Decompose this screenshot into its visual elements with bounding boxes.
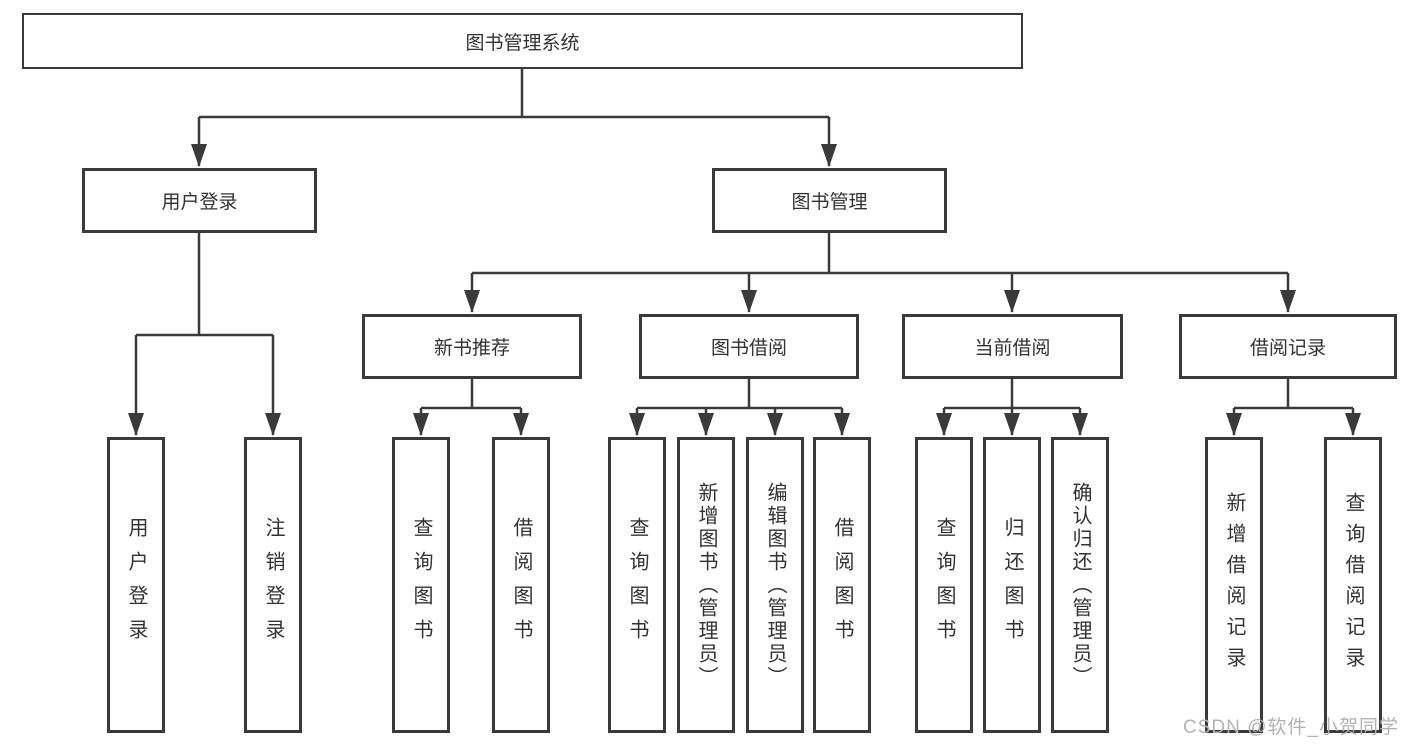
edge-new-book-recommend-children [413,379,529,436]
node-edit-book-admin: 编辑图书（管理员） [746,437,804,733]
node-label: 借阅图书 [831,517,853,653]
node-book-management: 图书管理 [712,168,947,233]
node-user-login-leaf: 用户登录 [107,437,165,733]
node-book-borrow: 图书借阅 [639,314,859,379]
edge-current-borrow-children [936,379,1088,436]
node-query-borrow-record: 查询借阅记录 [1324,437,1382,733]
node-label: 确认归还（管理员） [1069,481,1091,689]
node-label: 新增图书（管理员） [695,481,717,689]
node-label: 注销登录 [262,517,284,653]
node-add-book-admin: 新增图书（管理员） [677,437,735,733]
edge-borrow-records-children [1226,379,1361,436]
node-current-borrow: 当前借阅 [902,314,1123,379]
edge-root-to-level2 [191,69,837,167]
edge-book-borrow-children [629,379,850,436]
node-query-books-2: 查询图书 [608,437,666,733]
node-confirm-return-admin: 确认归还（管理员） [1051,437,1109,733]
node-logout: 注销登录 [244,437,302,733]
node-query-books-3: 查询图书 [915,437,973,733]
edge-user-login-children [128,233,281,436]
node-label: 编辑图书（管理员） [764,481,786,689]
node-label: 查询图书 [933,517,955,653]
node-label: 借阅图书 [510,517,532,653]
node-borrow-books-1: 借阅图书 [492,437,550,733]
node-label: 用户登录 [125,517,147,653]
node-label: 新增借阅记录 [1223,492,1245,678]
node-label: 归还图书 [1001,517,1023,653]
node-add-borrow-record: 新增借阅记录 [1205,437,1263,733]
node-new-book-recommend: 新书推荐 [362,314,582,379]
node-query-books-1: 查询图书 [392,437,450,733]
node-label: 查询图书 [410,517,432,653]
node-return-book: 归还图书 [983,437,1041,733]
node-borrow-records: 借阅记录 [1179,314,1397,379]
node-label: 查询图书 [626,517,648,653]
node-user-login: 用户登录 [82,168,317,233]
node-root: 图书管理系统 [22,13,1023,69]
node-borrow-books-2: 借阅图书 [813,437,871,733]
edge-book-management-children [464,233,1296,313]
node-label: 查询借阅记录 [1342,492,1364,678]
